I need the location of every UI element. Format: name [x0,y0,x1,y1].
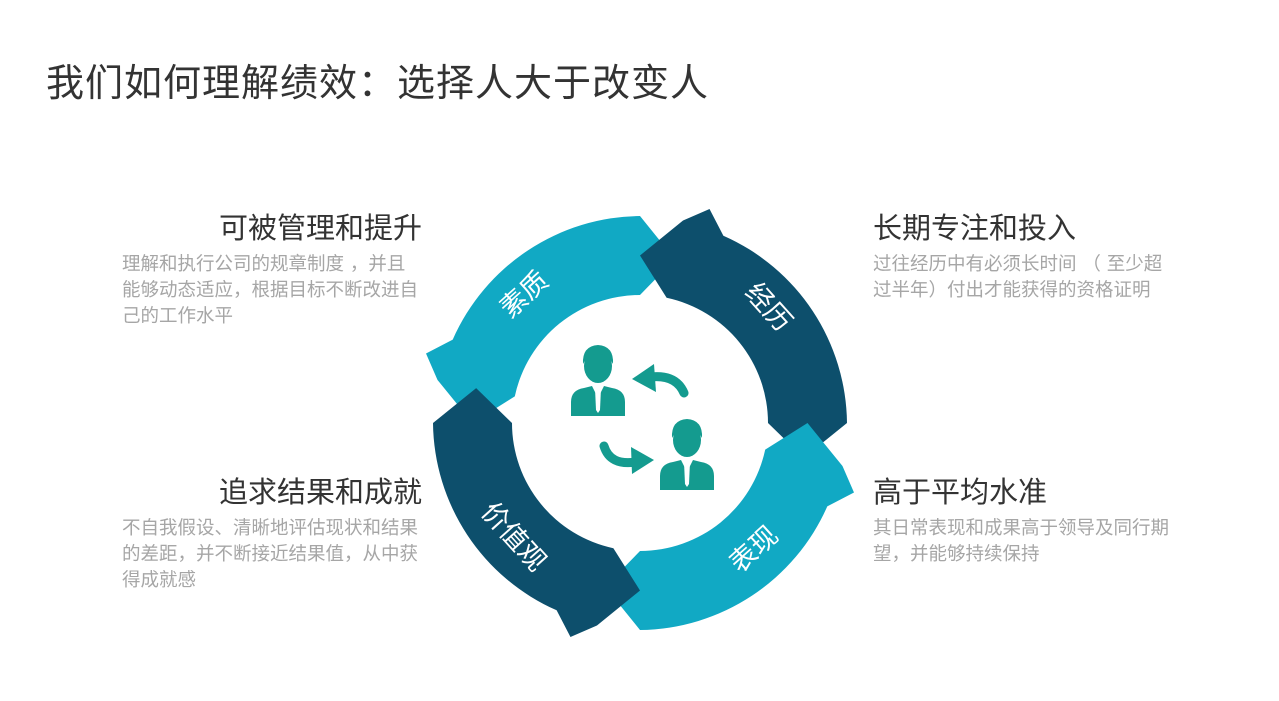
segment-values [433,388,640,637]
segment-quality [426,216,675,423]
block-body: 不自我假设、清晰地评估现状和结果的差距，并不断接近结果值，从中获得成就感 [122,518,419,591]
block-manageable: 可被管理和提升 理解和执行公司的规章制度 ，并且能够动态适应，根据目标不断改进自… [122,208,422,330]
block-heading: 高于平均水准 [873,475,1048,509]
arrow-right-icon [599,441,654,474]
block-heading: 长期专注和投入 [873,211,1077,245]
block-body: 过往经历中有必须长时间 （ 至少超过半年）付出才能获得的资格证明 [873,254,1163,301]
people-exchange-icon [571,345,714,490]
person-icon [571,345,625,416]
block-heading: 可被管理和提升 [218,211,422,245]
page-title: 我们如何理解绩效：选择人大于改变人 [46,61,710,105]
arrow-left-icon [632,364,689,398]
block-focus: 长期专注和投入 过往经历中有必须长时间 （ 至少超过半年）付出才能获得的资格证明 [873,208,1173,304]
block-body: 其日常表现和成果高于领导及同行期望，并能够持续保持 [873,518,1170,565]
block-results: 追求结果和成就 不自我假设、清晰地评估现状和结果的差距，并不断接近结果值，从中获… [122,472,422,594]
block-above-average: 高于平均水准 其日常表现和成果高于领导及同行期望，并能够持续保持 [873,472,1173,568]
segment-experience [640,209,847,458]
person-icon [660,419,714,490]
block-body: 理解和执行公司的规章制度 ，并且能够动态适应，根据目标不断改进自己的工作水平 [122,254,419,327]
segment-performance [605,423,854,630]
block-heading: 追求结果和成就 [218,475,422,509]
